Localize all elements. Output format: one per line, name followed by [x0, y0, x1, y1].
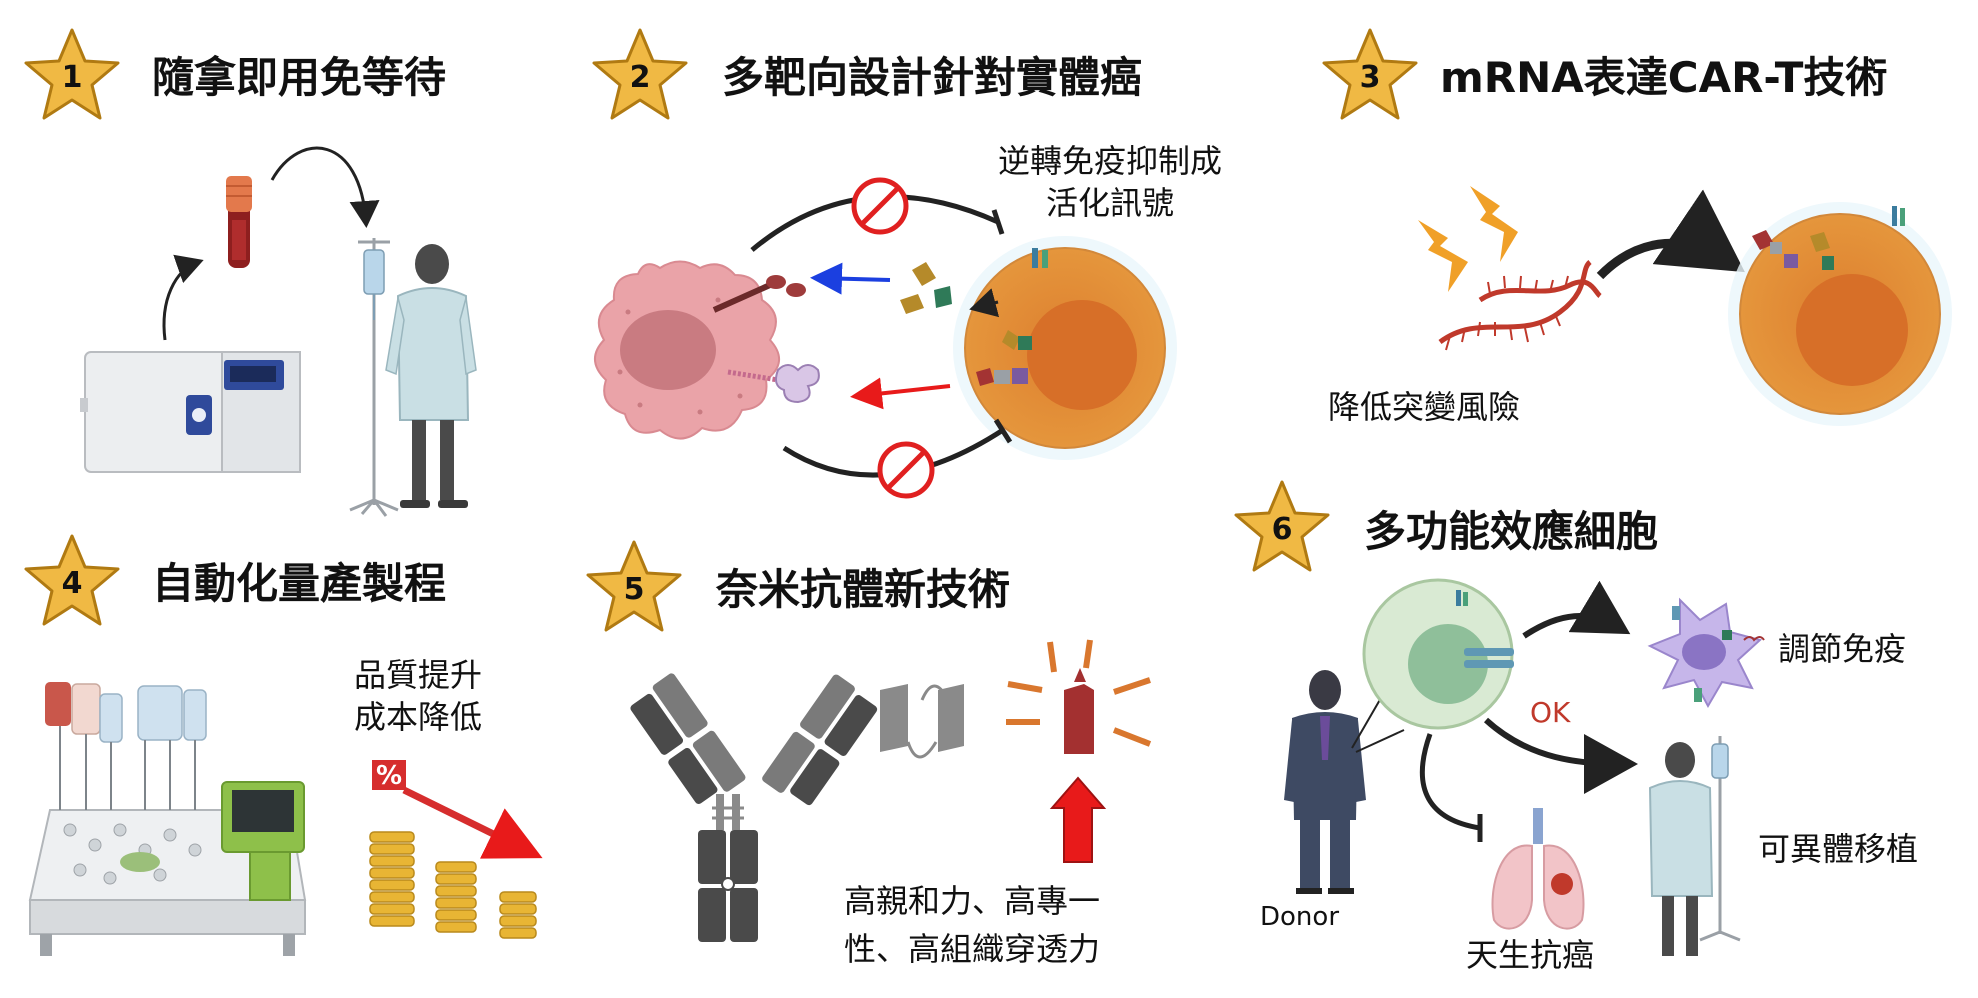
- nanobody-icon: [1006, 639, 1152, 754]
- panel-6: 6 多功能效應細胞 Donor OK: [1234, 480, 1918, 974]
- panel-4-title: 自動化量產製程: [152, 559, 446, 608]
- regulate-immunity-label: 調節免疫: [1778, 630, 1906, 668]
- ligand-purple-icon: [727, 364, 820, 404]
- antibody-icon: [630, 673, 878, 942]
- panel-6-number: 6: [1272, 512, 1293, 547]
- arrow-freezer-to-tube: [162, 254, 204, 341]
- up-arrow-icon: [1049, 776, 1107, 863]
- reverse-label-line1: 逆轉免疫抑制成: [998, 142, 1222, 180]
- ligand-red-icon: [712, 275, 806, 313]
- lung-icon: [1491, 808, 1585, 930]
- patient-icon: [385, 244, 477, 508]
- panel-5-number: 5: [624, 572, 645, 607]
- arrow-red: [850, 377, 951, 410]
- panel-2-number: 2: [630, 60, 651, 95]
- donor-label: Donor: [1260, 902, 1339, 932]
- panel-3-number: 3: [1360, 60, 1381, 95]
- ok-label: OK: [1530, 696, 1571, 729]
- panel-4: 4 自動化量產製程: [24, 534, 543, 956]
- arrow-mrna-to-cell: [1596, 189, 1745, 280]
- reverse-label-line2: 活化訊號: [1046, 184, 1174, 222]
- cryo-freezer-icon: [80, 351, 301, 473]
- panel-2: 2 多靶向設計針對實體癌 逆轉免疫抑制成 活化訊號: [592, 28, 1222, 499]
- cost-down-arrow: [402, 786, 543, 859]
- patient-icon: [1648, 736, 1741, 956]
- donor-pointer-line: [1355, 729, 1405, 753]
- lightning-icon: [1418, 186, 1518, 292]
- donor-icon: [1284, 670, 1366, 894]
- allogeneic-label: 可異體移植: [1758, 830, 1918, 868]
- percent-sign: %: [376, 761, 402, 791]
- reduce-mutation-label: 降低突變風險: [1328, 388, 1520, 426]
- coin-stack-icon: [499, 891, 537, 939]
- panel-6-title: 多功能效應細胞: [1364, 507, 1658, 556]
- percent-tag-icon: [372, 760, 406, 790]
- tumor-cell-icon: [594, 260, 780, 440]
- nano-label-line2: 性、高組織穿透力: [844, 930, 1100, 968]
- arrow-to-patient: [1483, 717, 1638, 794]
- arrow-tube-to-patient: [270, 146, 380, 228]
- coin-stack-icon: [435, 861, 477, 933]
- innate-cancer-label: 天生抗癌: [1466, 936, 1594, 974]
- arrow-blue: [810, 262, 891, 295]
- panel-3-title: mRNA表達CAR-T技術: [1440, 53, 1887, 102]
- car-t-cell-icon: [953, 236, 1177, 460]
- heavy-chain-only-icon: [880, 684, 964, 759]
- mrna-strand-icon: [1438, 260, 1602, 351]
- arrow-black-small: [969, 288, 1000, 318]
- panel-1: 1 隨拿即用免等待: [24, 28, 477, 517]
- panel-3: 3 mRNA表達CAR-T技術: [1322, 28, 1952, 426]
- quality-up-label: 品質提升: [354, 656, 482, 694]
- panel-4-number: 4: [62, 566, 83, 601]
- no-sign-icon: [877, 441, 935, 499]
- blood-tube-icon: [226, 176, 252, 268]
- bioreactor-icon: [28, 682, 307, 956]
- inhibition-to-lung: [1419, 733, 1481, 831]
- car-t-cell-icon: [1728, 202, 1952, 426]
- no-sign-icon: [851, 177, 909, 235]
- effector-cell-icon: [1362, 578, 1514, 730]
- panel-1-title: 隨拿即用免等待: [152, 53, 446, 102]
- checkpoint-receptor-icon: [900, 262, 1032, 386]
- panel-5-title: 奈米抗體新技術: [715, 565, 1010, 614]
- coin-stack-icon: [369, 831, 415, 927]
- panel-2-title: 多靶向設計針對實體癌: [722, 53, 1142, 102]
- iv-bag-icon: [349, 238, 399, 517]
- cost-down-label: 成本降低: [354, 698, 482, 736]
- panel-5: 5 奈米抗體新技術: [586, 540, 1152, 968]
- nano-label-line1: 高親和力、高專一: [844, 882, 1100, 920]
- arrow-to-dendritic: [1522, 580, 1631, 639]
- dendritic-cell-icon: [1647, 597, 1765, 709]
- panel-1-number: 1: [62, 60, 83, 95]
